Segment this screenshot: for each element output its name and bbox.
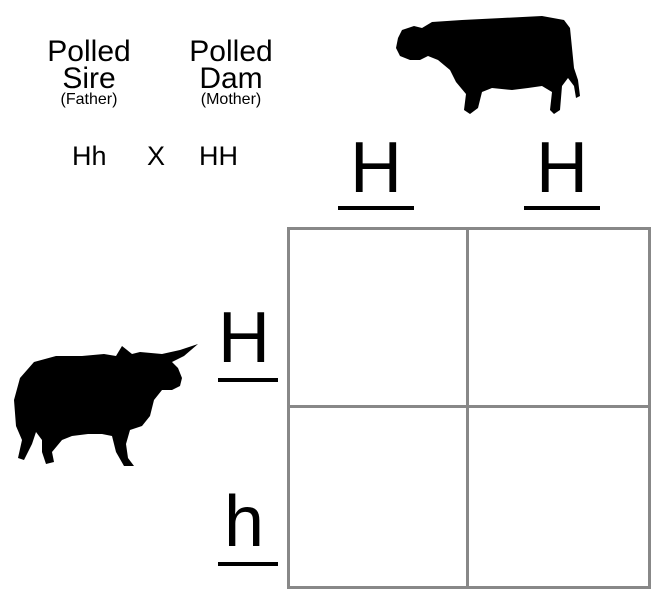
dam-allele-1: H <box>350 128 402 208</box>
dam-label: Polled Dam (Mother) <box>172 35 290 108</box>
dam-allele-1-underline <box>338 206 414 210</box>
dam-trait: Polled <box>189 35 273 68</box>
punnett-cell[interactable] <box>469 408 648 586</box>
dam-allele-2: H <box>536 128 588 208</box>
punnett-square <box>287 227 651 589</box>
punnett-cell[interactable] <box>290 408 469 586</box>
punnett-cell[interactable] <box>290 230 469 408</box>
punnett-cell[interactable] <box>469 230 648 408</box>
sire-allele-2-underline <box>218 562 278 566</box>
sire-trait: Polled <box>47 35 131 68</box>
sire-relation: (Father) <box>60 91 118 108</box>
cross-symbol: X <box>147 141 166 171</box>
sire-allele-1: H <box>218 298 270 378</box>
dam-relation: (Mother) <box>200 91 262 108</box>
cow-icon <box>396 16 580 114</box>
dam-genotype: HH <box>199 141 238 171</box>
sire-role: Sire <box>62 62 116 95</box>
sire-genotype: Hh <box>72 141 107 171</box>
sire-label: Polled Sire (Father) <box>30 35 148 108</box>
bull-icon <box>14 344 198 466</box>
sire-allele-1-underline <box>218 378 278 382</box>
dam-role: Dam <box>199 62 263 95</box>
dam-allele-2-underline <box>524 206 600 210</box>
sire-allele-2: h <box>223 482 265 562</box>
